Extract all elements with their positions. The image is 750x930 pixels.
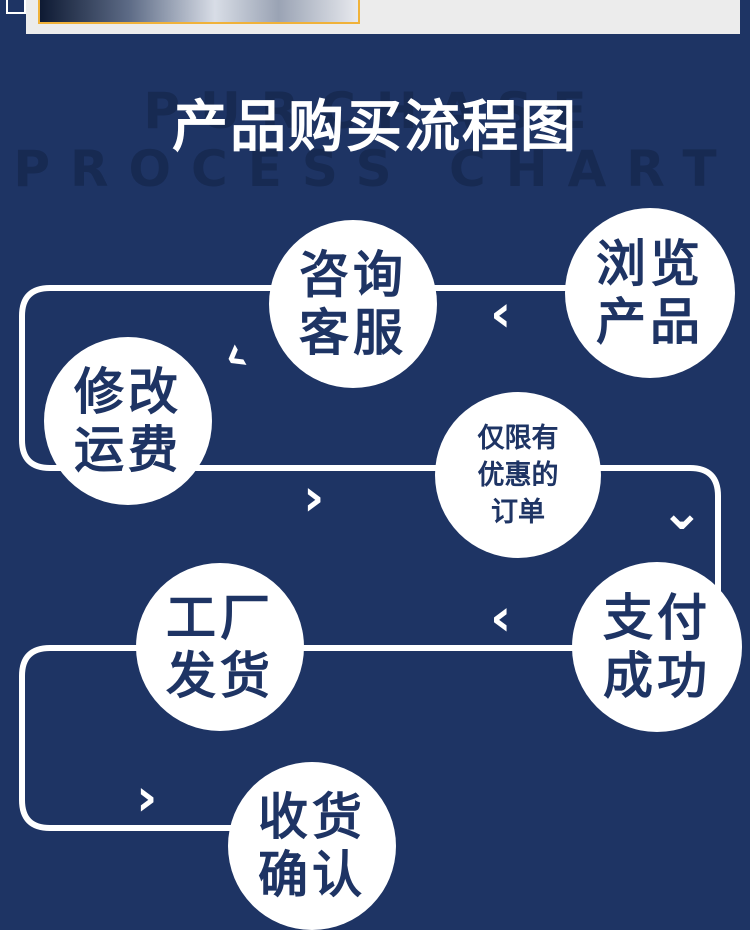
top-corner-decoration	[6, 0, 26, 14]
background-watermark-text: PURCHASE PROCESS CHART	[13, 82, 737, 198]
step-label: 修改 运费	[74, 363, 182, 479]
step-factory-ships: 工厂 发货	[136, 563, 304, 731]
step-consult-service: 咨询 客服	[269, 220, 437, 388]
step-modify-shipping: 修改 运费	[44, 337, 212, 505]
step-browse-products: 浏览 产品	[565, 208, 735, 378]
step-discount-orders-note: 仅限有 优惠的 订单	[435, 392, 601, 558]
arrow-right-icon: ›	[303, 468, 325, 528]
step-label: 收货 确认	[258, 788, 366, 904]
step-label: 仅限有 优惠的 订单	[477, 422, 559, 528]
arrow-down-icon: ⌄	[660, 482, 704, 542]
step-confirm-receipt: 收货 确认	[228, 762, 396, 930]
arrow-right-icon: ›	[136, 768, 158, 828]
step-label: 浏览 产品	[596, 235, 704, 351]
step-label: 支付 成功	[603, 589, 711, 705]
arrow-left-icon: ‹	[490, 588, 512, 648]
step-payment-success: 支付 成功	[572, 562, 742, 732]
arrow-left-icon: ‹	[490, 284, 512, 344]
product-photo	[38, 0, 360, 24]
page-title: 产品购买流程图	[172, 95, 578, 160]
flow-connector-lines	[19, 285, 721, 831]
step-label: 工厂 发货	[166, 589, 274, 705]
step-label: 咨询 客服	[299, 246, 407, 362]
